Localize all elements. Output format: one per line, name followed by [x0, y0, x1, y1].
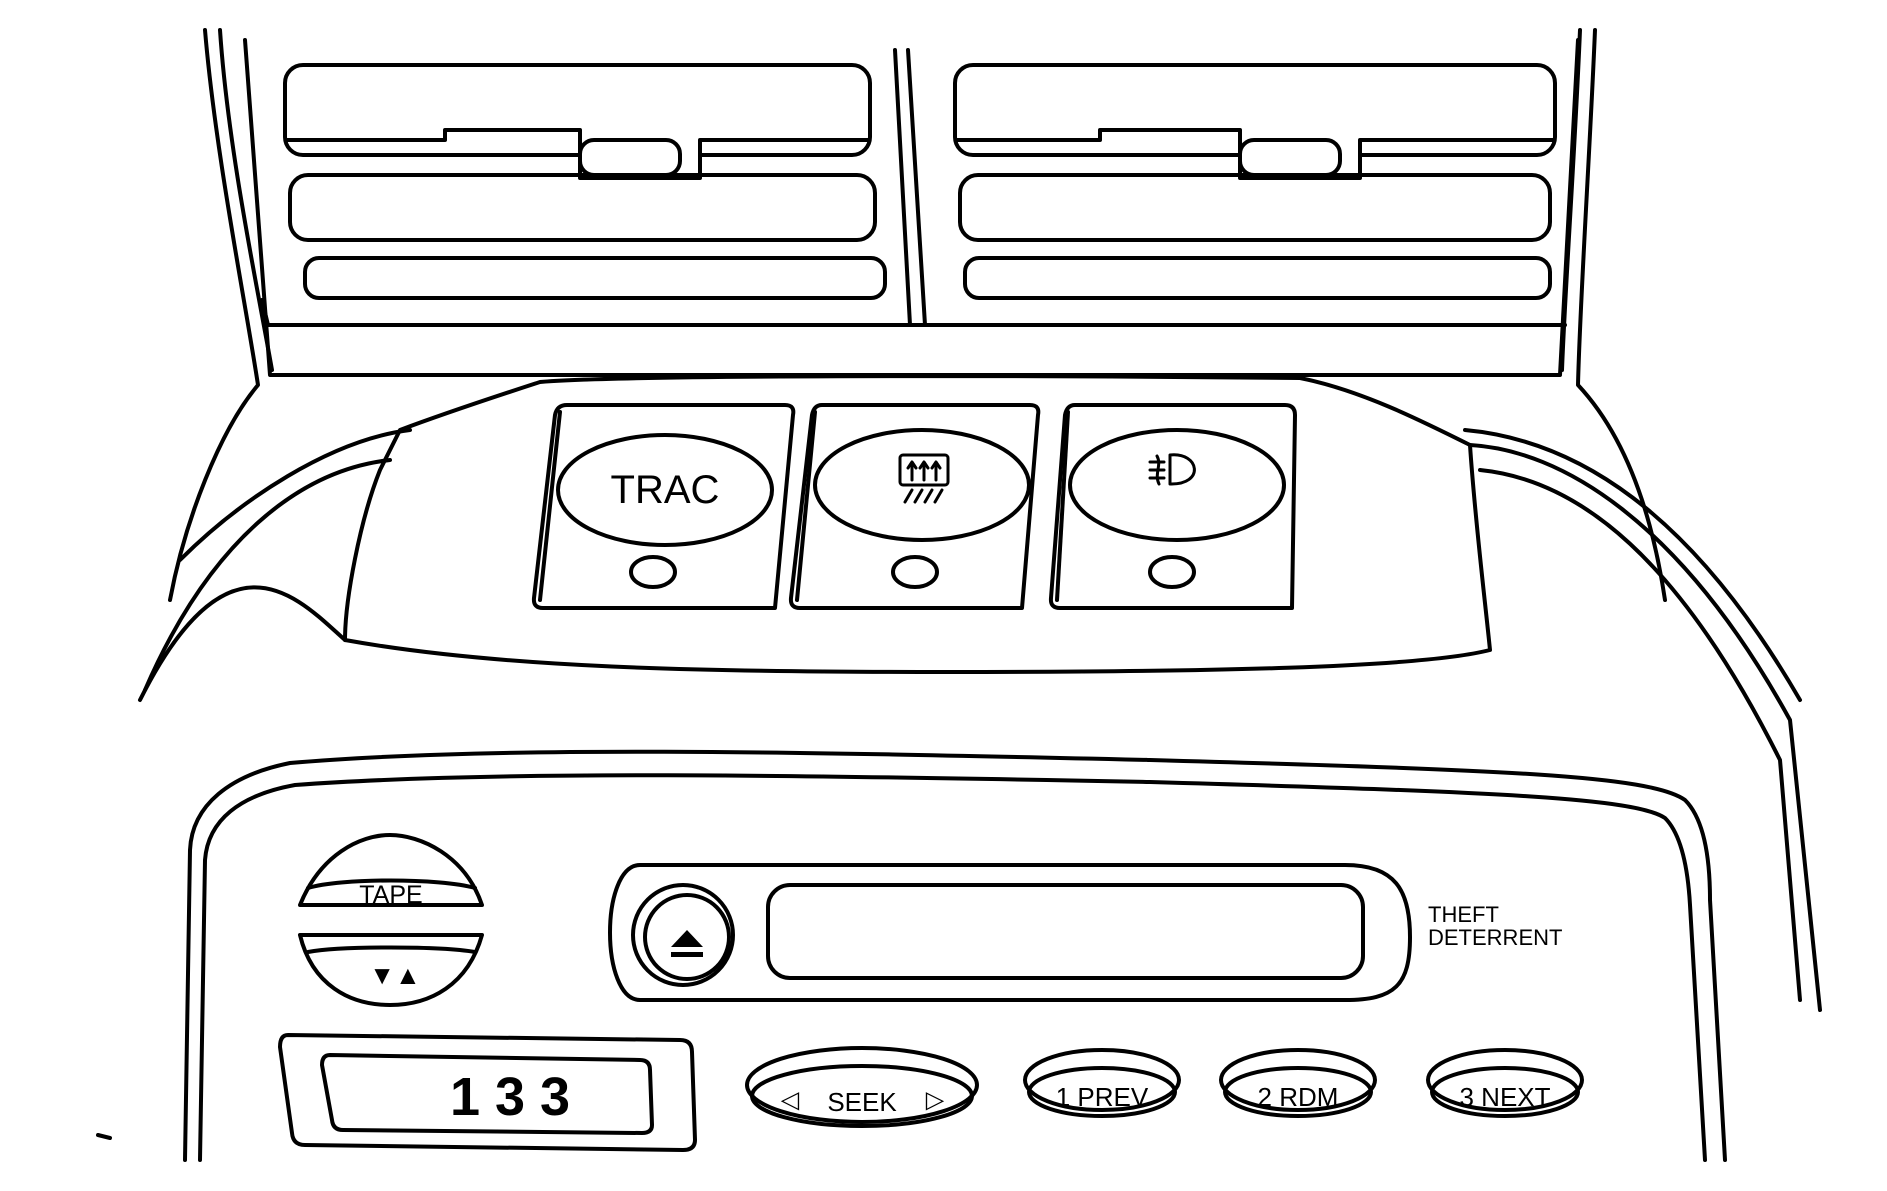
tape-direction-arrows: ▼▲ [369, 960, 420, 990]
seek-button[interactable]: ◁ SEEK ▷ [745, 1046, 979, 1128]
fog-lamp-icon [1148, 453, 1196, 486]
switch-panel-housing [138, 374, 1822, 1012]
trac-indicator-light [629, 555, 677, 589]
theft-deterrent-label-line1: THEFT [1428, 902, 1499, 927]
preset-3-label: 3 NEXT [1459, 1082, 1550, 1112]
preset-1-label: 1 PREV [1056, 1082, 1149, 1112]
cassette-door[interactable] [766, 883, 1365, 980]
radio-faceplate [183, 749, 1727, 1162]
cassette-slot-bezel [608, 863, 1412, 1002]
preset-3-next-button[interactable]: 3 NEXT [1426, 1048, 1584, 1118]
rear-defogger-switch[interactable] [788, 403, 1041, 610]
preset-1-prev-button[interactable]: 1 PREV [1023, 1048, 1181, 1118]
tape-button[interactable]: TAPE [298, 833, 484, 909]
defogger-indicator-light [891, 555, 939, 589]
radio-display: 1 3 3 [278, 1033, 697, 1152]
seek-right-arrow: ▷ [926, 1087, 945, 1114]
trac-button[interactable] [556, 433, 774, 547]
seek-label: SEEK [827, 1087, 897, 1117]
theft-deterrent-label-line2: DETERRENT [1428, 925, 1562, 950]
preset-2-label: 2 RDM [1258, 1082, 1339, 1112]
left-air-vent[interactable] [283, 63, 887, 300]
trac-label: TRAC [611, 468, 720, 512]
right-air-vent[interactable] [953, 63, 1557, 300]
right-vent-adjuster-tab[interactable] [1238, 138, 1342, 177]
eject-button[interactable] [631, 883, 735, 987]
fog-lamp-switch[interactable] [1048, 403, 1297, 610]
tape-direction-button[interactable]: ▼▲ [298, 933, 484, 1007]
seek-left-arrow: ◁ [781, 1087, 800, 1114]
left-vent-adjuster-tab[interactable] [578, 138, 682, 177]
preset-2-rdm-button[interactable]: 2 RDM [1219, 1048, 1377, 1118]
rear-defogger-icon [898, 453, 950, 504]
traction-control-switch[interactable]: TRAC [531, 403, 796, 610]
fog-lamp-indicator-light [1148, 555, 1196, 589]
tape-label: TAPE [359, 881, 422, 909]
eject-icon [671, 930, 703, 957]
display-readout: 1 3 3 [450, 1067, 570, 1127]
